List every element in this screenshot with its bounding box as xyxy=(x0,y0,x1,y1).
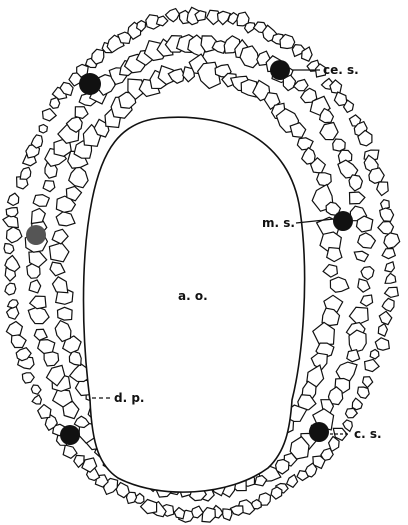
cell xyxy=(363,377,373,388)
cell xyxy=(55,321,71,342)
cell xyxy=(92,49,104,64)
cell xyxy=(358,279,370,292)
label-m-s: m. s. xyxy=(262,216,295,230)
cell xyxy=(377,182,389,196)
cell xyxy=(369,168,384,183)
cell xyxy=(7,227,22,243)
cell xyxy=(8,193,19,205)
label-a-o: a. o. xyxy=(178,289,208,303)
cell xyxy=(382,249,395,259)
cell xyxy=(43,109,57,121)
cell xyxy=(174,508,184,519)
cell xyxy=(320,123,338,140)
cell xyxy=(349,175,362,191)
cell xyxy=(297,471,308,481)
cell xyxy=(287,475,298,488)
cell xyxy=(63,445,77,458)
cell xyxy=(32,395,41,404)
cell xyxy=(347,350,360,362)
cell xyxy=(343,420,352,431)
cell xyxy=(69,166,88,188)
cell xyxy=(349,330,366,353)
cell xyxy=(28,307,49,324)
dot-m-s xyxy=(333,211,353,231)
label-c-s: c. s. xyxy=(354,427,382,441)
cell xyxy=(6,322,22,336)
cell xyxy=(49,243,69,262)
cell xyxy=(223,509,232,520)
cell xyxy=(22,373,34,383)
cell xyxy=(358,233,376,248)
cell xyxy=(31,385,41,394)
cell xyxy=(20,167,31,179)
cell xyxy=(323,265,337,278)
cell xyxy=(56,212,75,226)
label-ce-s: ce. s. xyxy=(323,63,359,77)
central-cavity-outline xyxy=(84,117,305,492)
cell xyxy=(5,283,16,295)
cell xyxy=(375,338,389,350)
cell xyxy=(50,262,65,276)
cell xyxy=(370,350,379,359)
cell xyxy=(361,267,374,280)
cell xyxy=(53,277,68,293)
dot-lower-left xyxy=(60,425,80,445)
cell xyxy=(378,222,394,235)
cell xyxy=(74,416,89,427)
cell xyxy=(38,405,51,419)
cell xyxy=(66,186,81,200)
cell xyxy=(8,300,19,308)
cell xyxy=(30,296,46,309)
cell xyxy=(58,307,73,320)
cell xyxy=(354,251,368,261)
cell xyxy=(271,487,282,499)
cell xyxy=(6,208,18,217)
cell xyxy=(75,107,88,119)
cell xyxy=(350,192,365,204)
cell xyxy=(240,46,259,68)
cell xyxy=(38,340,55,354)
cell xyxy=(297,138,313,150)
cell xyxy=(382,298,394,311)
cell xyxy=(52,229,68,244)
cell xyxy=(29,280,41,293)
cell xyxy=(361,295,373,306)
cell xyxy=(44,352,59,366)
cell xyxy=(43,181,55,192)
cell xyxy=(358,387,370,398)
dot-upper-left xyxy=(79,73,101,95)
dot-c-s xyxy=(309,422,329,442)
cell xyxy=(379,311,392,324)
dot-left-middle xyxy=(26,225,46,245)
cell xyxy=(385,273,396,283)
cell xyxy=(330,277,349,292)
cell xyxy=(378,324,387,337)
cell xyxy=(317,173,332,186)
cell xyxy=(39,125,47,134)
cell xyxy=(385,262,395,272)
cell xyxy=(384,233,400,249)
dot-ce-s xyxy=(270,60,290,80)
cell xyxy=(385,287,399,297)
label-d-p: d. p. xyxy=(114,391,144,405)
cell xyxy=(290,123,306,138)
cell xyxy=(4,244,14,254)
cell xyxy=(333,139,346,151)
cell xyxy=(33,195,49,207)
cell xyxy=(327,248,342,262)
cell xyxy=(34,329,47,340)
cell xyxy=(157,16,168,26)
cell xyxy=(202,508,215,523)
cell xyxy=(365,359,380,371)
cell xyxy=(380,208,394,221)
